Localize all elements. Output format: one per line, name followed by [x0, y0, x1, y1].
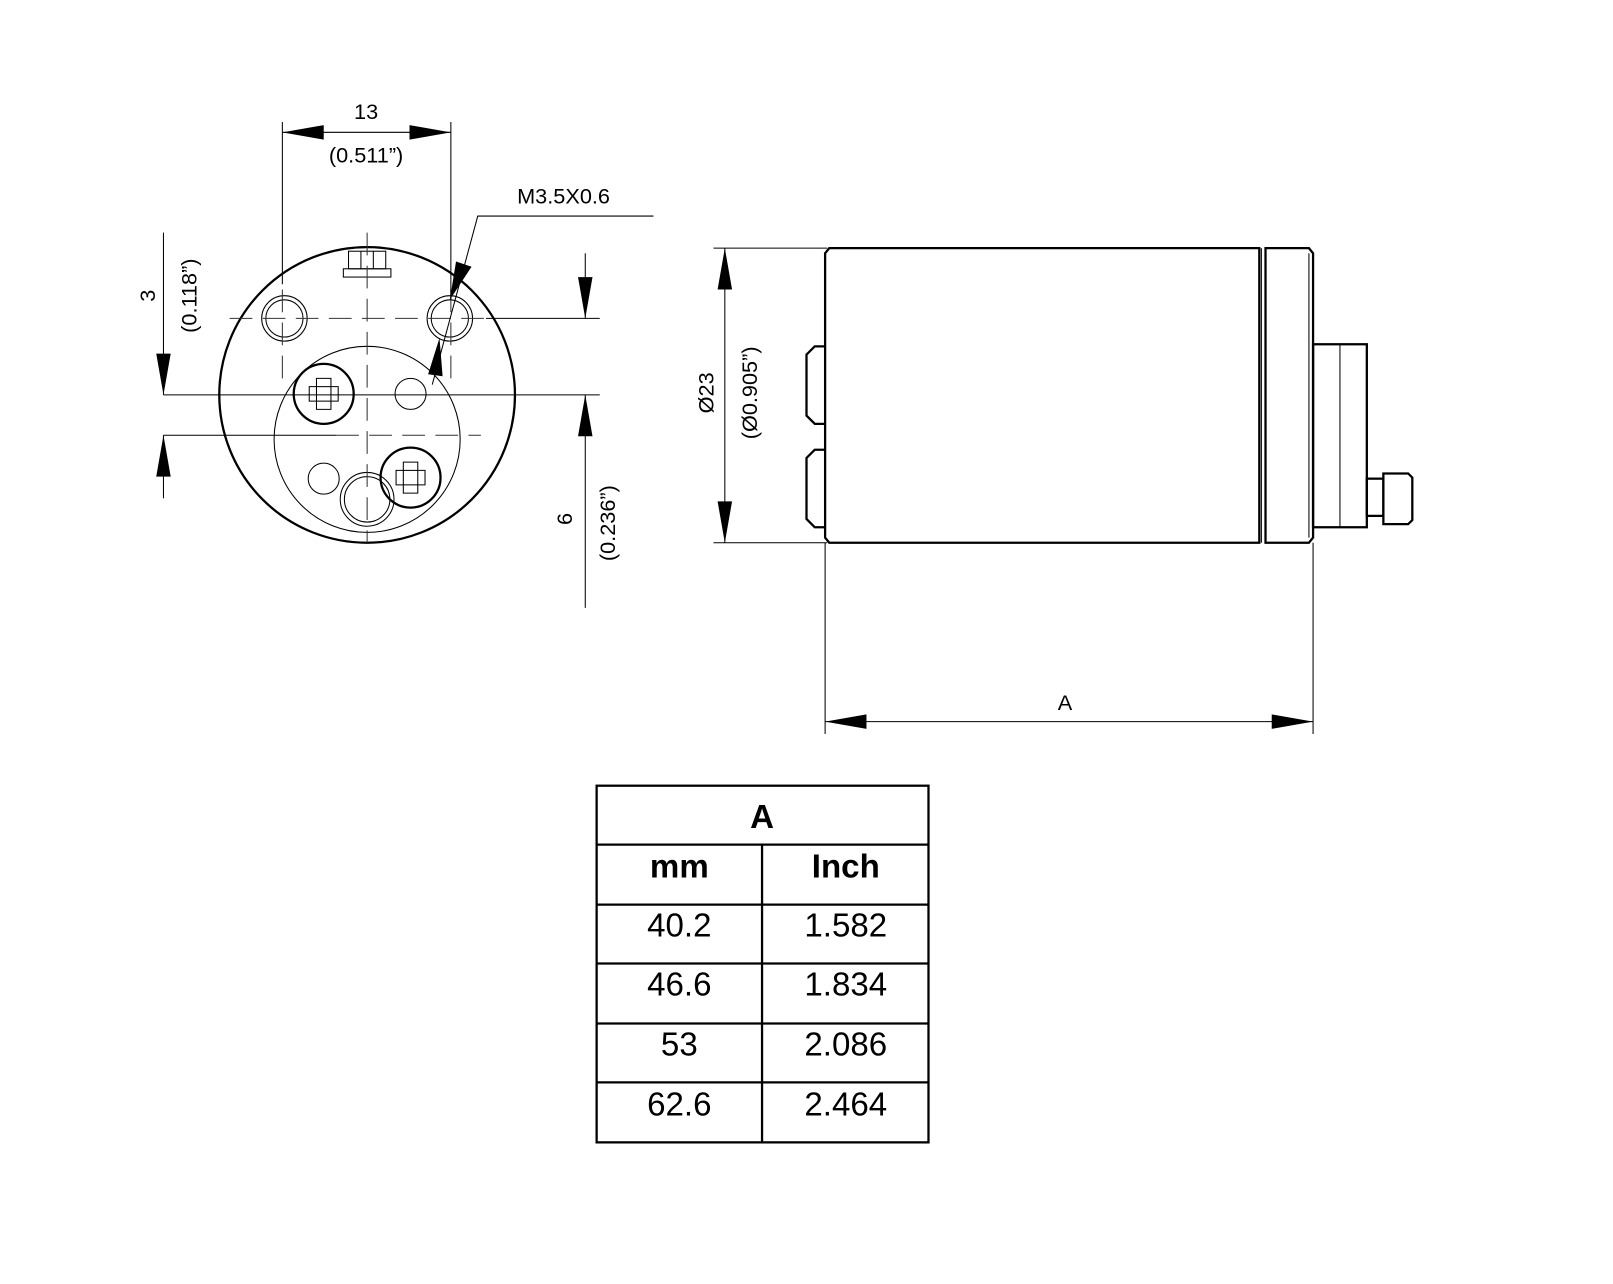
front-view: 13 (0.511”) M3.5X0.6 3 (0.118”) 6 (0.23: [135, 99, 654, 608]
cell-inch: 2.086: [804, 1027, 887, 1064]
cell-inch: 1.582: [804, 908, 887, 945]
dimension-13: 13 (0.511”): [281, 99, 452, 300]
table-row: 62.6 2.464: [647, 1086, 887, 1123]
cell-mm: 46.6: [647, 967, 711, 1004]
shaft-flange: [805, 345, 826, 529]
column-header-mm: mm: [650, 849, 709, 886]
thread-label: M3.5X0.6: [517, 184, 610, 209]
cell-mm: 53: [661, 1027, 698, 1064]
dimension-table: A mm Inch 40.2 1.582 46.6 1.834 53 2.086…: [595, 784, 930, 1144]
small-hole-right: [394, 377, 427, 410]
cell-mm: 62.6: [647, 1086, 711, 1123]
dimension-value: 6: [552, 513, 577, 525]
dimension-value: Ø23: [693, 372, 718, 413]
table-title: A: [750, 799, 774, 836]
dimension-inch: (0.511”): [329, 142, 403, 167]
cell-inch: 2.464: [804, 1086, 887, 1123]
table-row: 46.6 1.834: [647, 967, 887, 1004]
small-hole-lower: [307, 462, 340, 495]
cell-inch: 1.834: [804, 967, 887, 1004]
screw-upper: [292, 362, 355, 426]
side-view: Ø23 (Ø0.905”) A: [693, 246, 1414, 735]
dimension-inch: (Ø0.905”): [737, 346, 762, 439]
connector-block: [1311, 343, 1368, 529]
end-ring: [1264, 246, 1315, 544]
motor-body: [823, 246, 1261, 544]
dimension-length-a: A: [824, 542, 1314, 735]
dimension-value: 3: [135, 290, 160, 302]
connector-plug: [1365, 472, 1414, 526]
table-row: 40.2 1.582: [647, 908, 887, 945]
table-row: 53 2.086: [661, 1027, 887, 1064]
dimension-label: A: [1058, 690, 1073, 715]
dimension-inch: (0.236”): [595, 485, 620, 561]
dimension-diameter: Ø23 (Ø0.905”): [693, 247, 828, 544]
cell-mm: 40.2: [647, 908, 711, 945]
screw-lower: [379, 446, 442, 509]
dimension-6: 6 (0.236”): [552, 253, 620, 608]
column-header-inch: Inch: [812, 849, 880, 886]
thread-callout: M3.5X0.6: [428, 184, 654, 385]
dimension-inch: (0.118”): [177, 258, 202, 332]
dimension-3: 3 (0.118”): [135, 232, 202, 499]
dimension-value: 13: [354, 99, 378, 124]
